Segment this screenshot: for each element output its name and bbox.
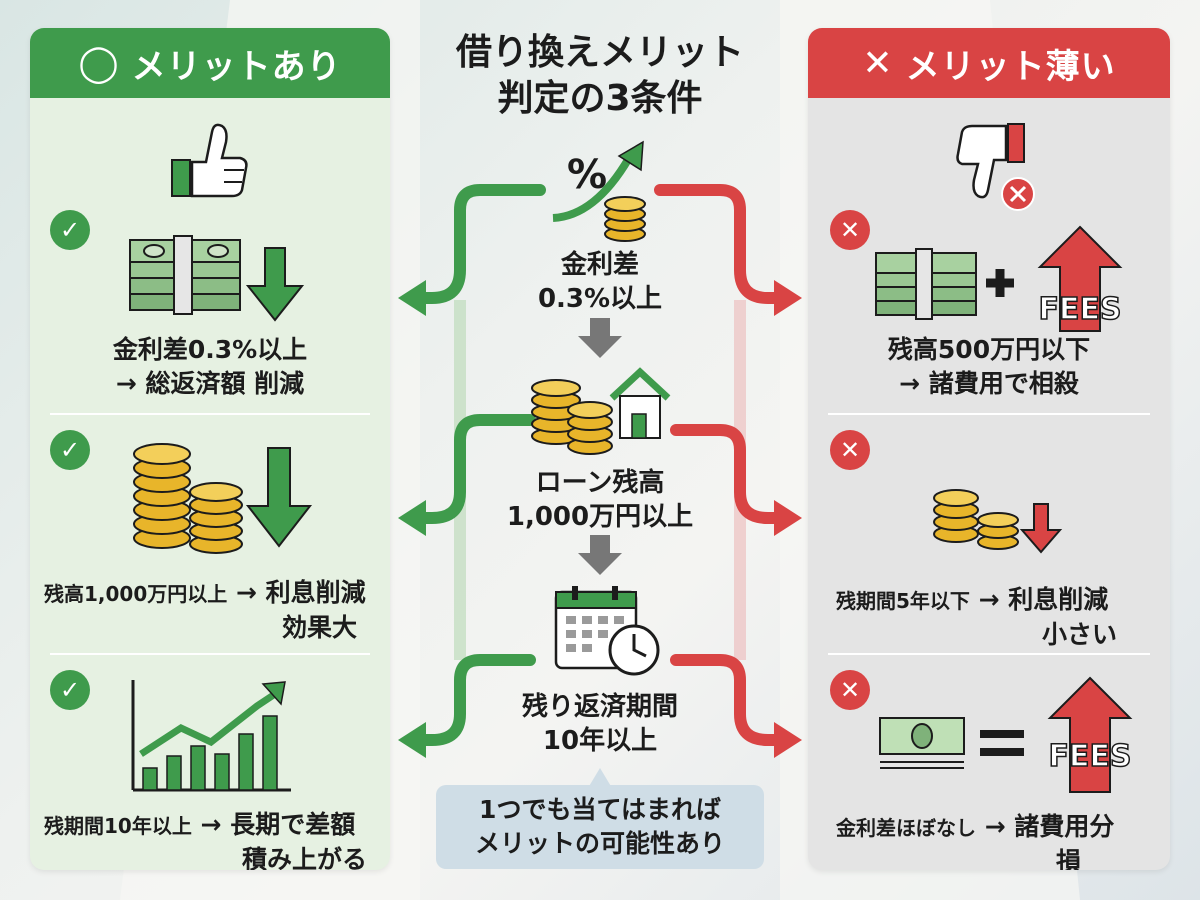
merit-item-3-line1b: → 長期で差額 [191, 810, 356, 839]
divider [828, 413, 1150, 415]
low-item-2-text: 残期間5年以下 → 利息削減 小さい [836, 583, 1156, 652]
coins-icon [133, 443, 313, 554]
thumbs-up-icon [171, 123, 248, 198]
divider [828, 653, 1150, 655]
low-merit-header-label: メリット薄い [905, 46, 1116, 87]
low-item-3-text: 金利差ほぼなし → 諸費用分 損 [836, 810, 1166, 870]
merit-item-1-line2: → 総返済額 削減 [115, 369, 305, 398]
note-line2: メリットの可能性あり [474, 829, 725, 858]
low-item-1-line2: → 諸費用で相殺 [899, 369, 1079, 398]
cross-icon: ✕ [830, 430, 870, 470]
merit-item-3-text: 残期間10年以上 → 長期で差額 積み上がる [44, 808, 380, 870]
merit-item-3-line2: 積み上がる [242, 845, 368, 870]
low-item-3-line1a: 金利差ほぼなし [836, 816, 976, 840]
check-icon: ✓ [50, 670, 90, 710]
condition-1: 金利差 0.3%以上 [460, 248, 740, 316]
small-coins-icon [933, 489, 1063, 554]
low-item-3-line1b: → 諸費用分 [976, 812, 1115, 841]
cash-stack-icon [129, 235, 305, 322]
merit-item-2-line1a: 残高1,000万円以上 [44, 582, 228, 606]
low-merit-panel: ✕ メリット薄い ✕ FEES 残高500万円以下 → 諸費用で相殺 ✕ [808, 28, 1170, 870]
note-pointer [588, 768, 612, 788]
fees-label-2: FEES [1048, 739, 1131, 774]
divider [50, 413, 370, 415]
circle-symbol: ◯ [78, 42, 120, 84]
check-icon: ✓ [50, 210, 90, 250]
condition-1-line1: 金利差 [560, 250, 639, 280]
merit-item-2-line2: 効果大 [282, 613, 358, 642]
low-item-2-line1b: → 利息削減 [969, 585, 1109, 614]
check-icon: ✓ [50, 430, 90, 470]
growth-chart-icon [131, 680, 291, 792]
calendar-clock-icon [554, 586, 660, 676]
merit-item-1-line1: 金利差0.3%以上 [112, 335, 308, 364]
summary-note: 1つでも当てはまれば メリットの可能性あり [436, 785, 764, 869]
cross-icon: ✕ [830, 670, 870, 710]
merit-item-3-line1a: 残期間10年以上 [44, 814, 192, 838]
low-item-1-line1: 残高500万円以下 [887, 335, 1091, 364]
condition-2-line1: ローン残高 [535, 468, 665, 498]
merit-header-label: メリットあり [131, 46, 342, 87]
merit-header: ◯ メリットあり [30, 28, 390, 98]
title-line2: 判定の3条件 [497, 78, 703, 119]
note-line1: 1つでも当てはまれば [479, 795, 721, 824]
merit-panel: ◯ メリットあり ✓ 金利差0.3%以上 → 総返済額 削減 ✓ [30, 28, 390, 870]
condition-1-line2: 0.3%以上 [537, 284, 663, 314]
low-item-1-text: 残高500万円以下 → 諸費用で相殺 [818, 333, 1160, 401]
cross-icon: ✕ [830, 210, 870, 250]
low-item-3-line2: 損 [1056, 847, 1082, 870]
low-item-2-line2: 小さい [1042, 620, 1118, 649]
condition-3: 残り返済期間 10年以上 [460, 690, 740, 758]
thumbs-down-icon [956, 123, 1035, 211]
low-merit-header: ✕ メリット薄い [808, 28, 1170, 98]
condition-3-line1: 残り返済期間 [521, 692, 678, 722]
divider [50, 653, 370, 655]
condition-2: ローン残高 1,000万円以上 [460, 466, 740, 534]
condition-3-line2: 10年以上 [542, 726, 658, 756]
cash-plus-fees-icon: FEES [875, 225, 1123, 332]
cash-equals-fees-icon: FEES [879, 676, 1133, 793]
coins-house-icon [531, 367, 671, 455]
fees-label-1: FEES [1038, 292, 1121, 327]
merit-item-1-text: 金利差0.3%以上 → 総返済額 削減 [40, 333, 380, 401]
merit-item-2-line1b: → 利息削減 [227, 578, 366, 607]
title-line1: 借り換えメリット [455, 32, 744, 73]
merit-item-2-text: 残高1,000万円以上 → 利息削減 効果大 [44, 576, 380, 645]
percent-growth-icon: % [552, 140, 646, 242]
low-item-2-line1a: 残期間5年以下 [836, 589, 970, 613]
condition-2-line2: 1,000万円以上 [506, 502, 694, 532]
page-title: 借り換えメリット 判定の3条件 [420, 30, 780, 122]
cross-symbol: ✕ [862, 42, 894, 84]
